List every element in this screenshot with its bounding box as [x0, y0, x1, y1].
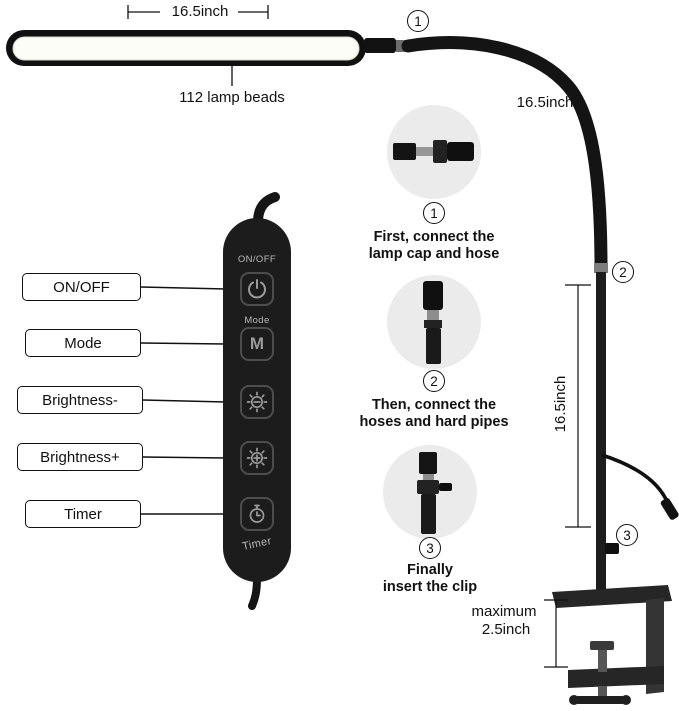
pole-length-label: 16.5inch — [552, 375, 569, 433]
callout-connector-lines — [140, 286, 227, 515]
clamp-max-label-line2: 2.5inch — [481, 621, 531, 638]
callout-brightness-minus-label: Brightness- — [42, 391, 118, 409]
control-panel: ON/OFF Mode M — [223, 218, 291, 582]
step1-illustration — [387, 105, 481, 199]
clamp-opening-dimension — [544, 599, 568, 668]
step3-marker: 3 — [419, 537, 441, 559]
timer-button — [240, 497, 274, 531]
step3-text-line2: insert the clip — [382, 579, 478, 595]
diagram-marker-2: 2 — [612, 261, 634, 283]
step2-text-line2: hoses and hard pipes — [359, 414, 509, 430]
step2-illustration — [387, 275, 481, 369]
step2-marker-number: 2 — [430, 373, 438, 389]
clamp-max-label-line1: maximum — [471, 603, 537, 620]
callout-timer: Timer — [25, 500, 141, 528]
step2-text-line1: Then, connect the — [371, 397, 497, 413]
pole-length-dimension — [565, 284, 591, 528]
brightness-plus-icon — [246, 447, 268, 469]
callout-timer-label: Timer — [64, 505, 102, 523]
step1-marker-number: 1 — [430, 205, 438, 221]
hose-length-label: 16.5inch — [516, 94, 574, 111]
lamp-beads-label: 112 lamp beads — [179, 89, 285, 106]
diagram-marker-3-number: 3 — [623, 527, 631, 543]
step1-text-line1: First, connect the — [373, 229, 495, 245]
diagram-marker-3: 3 — [616, 524, 638, 546]
lamp-head — [6, 30, 366, 66]
panel-timer-label: Timer — [241, 535, 273, 553]
hose-pipe-joint — [594, 263, 608, 273]
diagram-marker-1: 1 — [407, 10, 429, 32]
step3-illustration — [383, 445, 477, 539]
callout-onoff-label: ON/OFF — [53, 278, 110, 296]
lamp-width-dimension — [127, 5, 269, 19]
callout-mode: Mode — [25, 329, 141, 357]
panel-mode-label: Mode — [244, 315, 270, 326]
brightness-minus-button — [240, 385, 274, 419]
brightness-minus-icon — [246, 391, 268, 413]
step3-text-line1: Finally — [407, 562, 453, 578]
step1-marker: 1 — [423, 202, 445, 224]
mode-button: M — [240, 327, 274, 361]
diagram-marker-1-number: 1 — [414, 13, 422, 29]
power-button — [240, 272, 274, 306]
callout-brightness-plus-label: Brightness+ — [40, 448, 120, 466]
table-clamp — [552, 585, 672, 705]
timer-icon — [249, 504, 265, 523]
panel-onoff-label: ON/OFF — [237, 254, 277, 265]
power-icon — [248, 279, 266, 299]
callout-mode-label: Mode — [64, 334, 102, 352]
callout-brightness-plus: Brightness+ — [17, 443, 143, 471]
pole-clip-knob — [605, 543, 619, 554]
power-cord — [601, 453, 679, 520]
gooseneck-hose — [401, 36, 608, 275]
diagram-marker-2-number: 2 — [619, 264, 627, 280]
step2-marker: 2 — [423, 370, 445, 392]
callout-brightness-minus: Brightness- — [17, 386, 143, 414]
brightness-plus-button — [240, 441, 274, 475]
lamp-width-label: 16.5inch — [171, 3, 229, 20]
mode-m-icon: M — [249, 334, 265, 353]
callout-onoff: ON/OFF — [22, 273, 141, 301]
step1-text-line2: lamp cap and hose — [368, 246, 500, 262]
step3-marker-number: 3 — [426, 540, 434, 556]
